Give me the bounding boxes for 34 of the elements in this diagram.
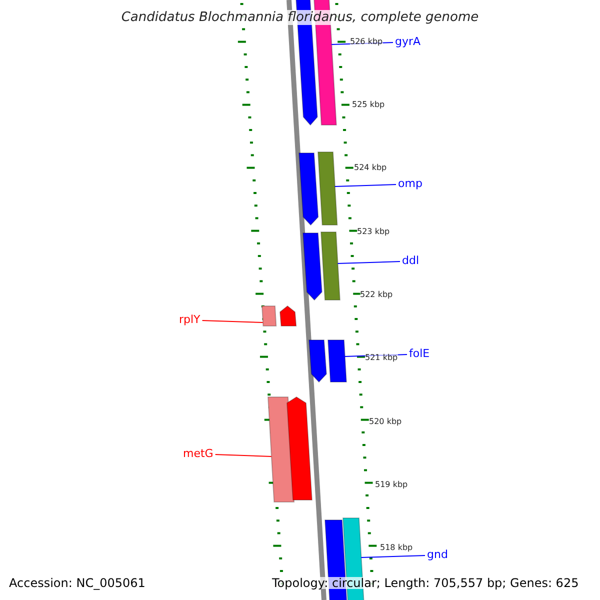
scale-label: 522 kbp [360,291,393,299]
leader-line [202,320,264,323]
leader-line [344,354,408,357]
gene-block [317,152,338,226]
gene-block [320,232,340,300]
gene-label: rplY [179,314,200,325]
scale-label: 523 kbp [357,228,390,236]
gene-block [261,306,277,326]
gene-block [308,340,327,383]
scale-label: 519 kbp [375,481,408,489]
gene-label: metG [183,448,214,459]
gene-block [298,152,319,226]
gene-label: omp [398,178,422,189]
scale-label: 524 kbp [354,164,387,172]
gene-label: folE [409,348,430,359]
gene-label: ddl [402,255,420,266]
leader-line [214,454,272,457]
gene-label: gyrA [395,36,421,47]
gene-block [302,232,322,301]
leader-line [360,555,426,558]
info-text: Accession: NC_005061 [9,577,146,589]
scale-label: 521 kbp [365,354,398,362]
scale-label: 526 kbp [350,38,383,46]
leader-line [331,42,394,45]
gene-block [327,340,347,382]
scale-label: 518 kbp [380,544,413,552]
gene-block [267,396,295,502]
gene-block [286,396,312,500]
scale-label: 520 kbp [369,418,402,426]
leader-line [334,184,396,187]
scale-label: 525 kbp [352,101,385,109]
gene-block [279,305,297,326]
gene-label: gnd [427,549,448,560]
info-text: Topology: circular; Length: 705,557 bp; Genes: 625 [272,577,579,589]
